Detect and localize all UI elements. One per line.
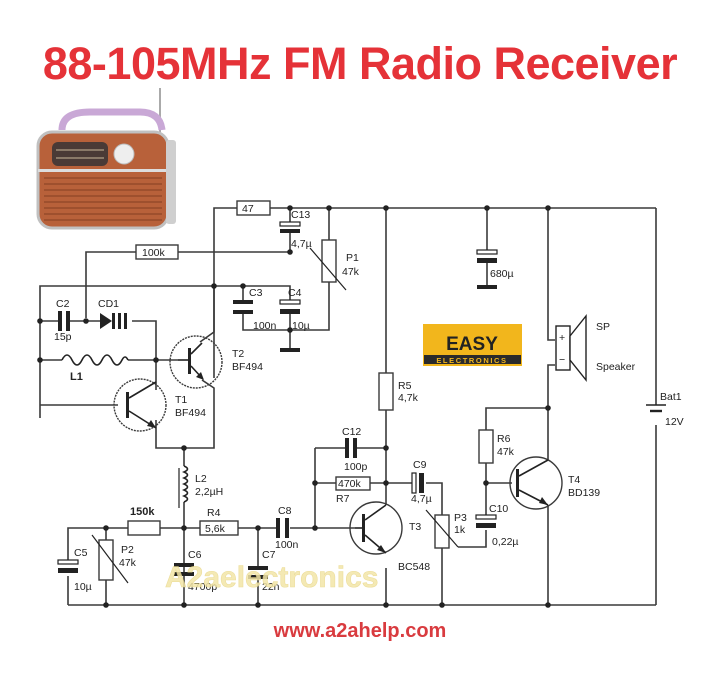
svg-text:100p: 100p (344, 461, 368, 473)
svg-text:47k: 47k (342, 266, 360, 278)
svg-text:4,7µ: 4,7µ (411, 493, 432, 505)
svg-text:BD139: BD139 (568, 487, 600, 499)
svg-text:15p: 15p (54, 331, 72, 343)
svg-text:C6: C6 (188, 549, 202, 561)
speaker-sp: + − SP Speaker (555, 314, 636, 382)
capacitor-c4: C4 10µ (279, 287, 310, 352)
svg-text:C5: C5 (74, 547, 88, 559)
svg-text:L2: L2 (195, 473, 207, 485)
svg-text:10µ: 10µ (292, 320, 310, 332)
varicap-diode-cd1: CD1 (98, 298, 127, 329)
svg-text:2,2µH: 2,2µH (195, 486, 223, 498)
svg-text:P3: P3 (454, 512, 467, 524)
capacitor-c2: C2 15p (54, 298, 72, 343)
resistor-r5: R5 4,7k (378, 372, 419, 411)
transistor-t3: T3 BC548 (349, 501, 430, 573)
svg-text:C7: C7 (262, 549, 276, 561)
resistor-r4: 5,6k R4 (199, 507, 239, 536)
svg-text:BC548: BC548 (398, 561, 430, 573)
capacitor-c5: C5 10µ (57, 547, 92, 593)
svg-text:10µ: 10µ (74, 581, 92, 593)
potentiometer-p3: P3 1k (425, 509, 467, 549)
svg-text:5,6k: 5,6k (205, 523, 226, 535)
junction-dots (37, 205, 551, 608)
transistor-t1: T1 BF494 (113, 378, 206, 432)
svg-text:SP: SP (596, 321, 610, 333)
svg-text:BF494: BF494 (175, 407, 206, 419)
svg-text:150k: 150k (130, 506, 155, 518)
svg-text:R4: R4 (207, 507, 221, 519)
capacitor-c13: C13 4,7µ (279, 209, 312, 250)
svg-text:680µ: 680µ (490, 268, 514, 280)
capacitor-c12: C12 100p (342, 426, 368, 473)
svg-text:C10: C10 (489, 503, 508, 515)
svg-text:C8: C8 (278, 505, 292, 517)
svg-text:BF494: BF494 (232, 361, 263, 373)
svg-text:EASY: EASY (446, 334, 498, 355)
svg-text:47k: 47k (119, 557, 137, 569)
svg-text:12V: 12V (665, 416, 684, 428)
page-title: 88-105MHz FM Radio Receiver (42, 38, 678, 89)
svg-text:Bat1: Bat1 (660, 391, 682, 403)
svg-text:R7: R7 (336, 493, 350, 505)
resistor-47: 47 (236, 200, 271, 216)
capacitor-c8: C8 100n (275, 505, 299, 551)
battery-bat1: Bat1 12V (646, 391, 684, 428)
svg-text:0,22µ: 0,22µ (492, 536, 519, 548)
potentiometer-p1: P1 47k (309, 239, 360, 291)
circuit-wires (39, 207, 657, 606)
svg-text:22n: 22n (262, 581, 280, 593)
svg-text:T4: T4 (568, 474, 580, 486)
watermark-text: A2aelectronics (165, 561, 378, 594)
capacitor-c7: C7 22n (248, 549, 280, 593)
svg-text:C12: C12 (342, 426, 361, 438)
svg-text:R6: R6 (497, 433, 511, 445)
svg-text:Speaker: Speaker (596, 361, 636, 373)
resistor-100k: 100k (135, 244, 179, 260)
capacitor-c10: C10 0,22µ (475, 503, 519, 548)
svg-text:T2: T2 (232, 348, 244, 360)
potentiometer-p2: P2 47k (91, 534, 137, 584)
inductor-l2: L2 2,2µH (178, 465, 223, 508)
svg-text:100n: 100n (275, 539, 299, 551)
svg-text:P2: P2 (121, 544, 134, 556)
resistor-r6: R6 47k (478, 429, 515, 464)
svg-text:47k: 47k (497, 446, 515, 458)
svg-text:4,7k: 4,7k (398, 392, 419, 404)
easy-electronics-logo: EASY ELECTRONICS (423, 324, 522, 366)
capacitor-c6: C6 4700p (174, 549, 217, 593)
svg-text:4,7µ: 4,7µ (291, 238, 312, 250)
capacitor-c3: C3 100n (233, 287, 277, 332)
svg-text:C2: C2 (56, 298, 70, 310)
svg-text:ELECTRONICS: ELECTRONICS (436, 356, 507, 365)
svg-text:+: + (559, 332, 565, 344)
svg-text:C13: C13 (291, 209, 310, 221)
website-url[interactable]: www.a2ahelp.com (273, 620, 447, 642)
svg-text:R5: R5 (398, 380, 412, 392)
resistor-150k: 150k (127, 506, 161, 536)
svg-text:−: − (559, 354, 565, 366)
svg-text:L1: L1 (70, 371, 83, 383)
vintage-radio-icon (36, 88, 176, 230)
svg-text:P1: P1 (346, 252, 359, 264)
svg-text:1k: 1k (454, 524, 466, 536)
svg-text:CD1: CD1 (98, 298, 119, 310)
resistor-r7: 470k R7 (335, 476, 371, 505)
inductor-l1: L1 (61, 354, 129, 383)
svg-text:C9: C9 (413, 459, 427, 471)
transistor-t4: T4 BD139 (509, 456, 600, 510)
svg-text:470k: 470k (338, 478, 362, 490)
svg-text:C4: C4 (288, 287, 302, 299)
svg-text:100n: 100n (253, 320, 277, 332)
capacitor-680u: 680µ (476, 249, 514, 289)
svg-text:47: 47 (242, 203, 254, 215)
svg-text:C3: C3 (249, 287, 263, 299)
svg-text:4700p: 4700p (188, 581, 217, 593)
capacitor-c9: C9 4,7µ (411, 459, 432, 505)
svg-text:T3: T3 (409, 521, 421, 533)
svg-text:100k: 100k (142, 247, 166, 259)
svg-text:T1: T1 (175, 394, 187, 406)
transistor-t2: T2 BF494 (169, 335, 263, 389)
